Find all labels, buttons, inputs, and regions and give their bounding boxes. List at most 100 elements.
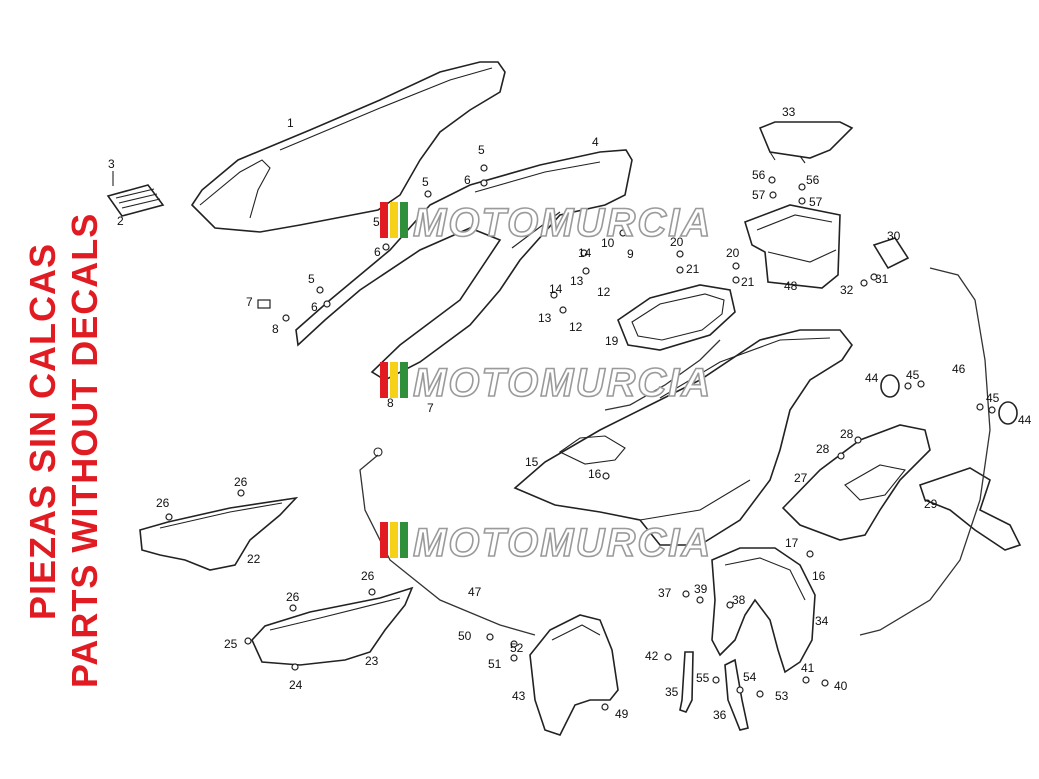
callout-4: 4 bbox=[592, 135, 599, 149]
callout-3: 3 bbox=[108, 157, 115, 171]
callout-28: 28 bbox=[816, 442, 830, 456]
callout-50: 50 bbox=[458, 629, 472, 643]
callout-44: 44 bbox=[1018, 413, 1032, 427]
callout-33: 33 bbox=[782, 105, 796, 119]
frame-tub-part-15 bbox=[513, 329, 853, 546]
callout-42: 42 bbox=[645, 649, 659, 663]
callout-26: 26 bbox=[156, 496, 170, 510]
callout-47: 47 bbox=[468, 585, 482, 599]
callout-44: 44 bbox=[865, 371, 879, 385]
callout-7: 7 bbox=[427, 401, 434, 415]
callout-20: 20 bbox=[726, 246, 740, 260]
callout-38: 38 bbox=[732, 593, 746, 607]
callout-14: 14 bbox=[578, 246, 592, 260]
callout-53: 53 bbox=[775, 689, 789, 703]
callout-16: 16 bbox=[588, 467, 602, 481]
callout-14: 14 bbox=[549, 282, 563, 296]
callout-13: 13 bbox=[538, 311, 552, 325]
callout-7: 7 bbox=[246, 295, 253, 309]
hugger-part-34 bbox=[711, 547, 816, 674]
callout-17: 17 bbox=[785, 536, 799, 550]
callout-48: 48 bbox=[784, 279, 798, 293]
grille-part-2 bbox=[106, 171, 165, 217]
callout-57: 57 bbox=[752, 188, 766, 202]
callout-54: 54 bbox=[743, 670, 757, 684]
watermark-3: MOTOMURCIA bbox=[380, 520, 712, 566]
cable-part-47 bbox=[359, 447, 536, 636]
svg-text:MOTOMURCIA: MOTOMURCIA bbox=[413, 361, 712, 405]
callout-27: 27 bbox=[794, 471, 808, 485]
disc-part-44-left bbox=[880, 374, 900, 398]
callout-55: 55 bbox=[696, 671, 710, 685]
callout-10: 10 bbox=[601, 236, 615, 250]
cover-part-33 bbox=[758, 121, 854, 164]
callout-35: 35 bbox=[665, 685, 679, 699]
callout-12: 12 bbox=[569, 320, 583, 334]
callout-43: 43 bbox=[512, 689, 526, 703]
disc-part-44-right bbox=[998, 401, 1018, 425]
callout-22: 22 bbox=[247, 552, 261, 566]
callout-41: 41 bbox=[801, 661, 815, 675]
callout-21: 21 bbox=[686, 262, 700, 276]
mudguard-part-43 bbox=[529, 614, 619, 736]
callout-5: 5 bbox=[373, 215, 380, 229]
callout-5: 5 bbox=[422, 175, 429, 189]
callout-6: 6 bbox=[374, 245, 381, 259]
lower-panel-part-23 bbox=[251, 586, 414, 666]
callout-56: 56 bbox=[752, 168, 766, 182]
callout-19: 19 bbox=[605, 334, 619, 348]
callout-25: 25 bbox=[224, 637, 238, 651]
callout-26: 26 bbox=[361, 569, 375, 583]
hardware-screws bbox=[165, 164, 996, 711]
bracket-part-30 bbox=[872, 237, 910, 270]
callout-24: 24 bbox=[289, 678, 303, 692]
callout-34: 34 bbox=[815, 614, 829, 628]
ring-part-19 bbox=[617, 284, 736, 351]
callout-26: 26 bbox=[234, 475, 248, 489]
svg-text:MOTOMURCIA: MOTOMURCIA bbox=[413, 521, 712, 565]
callout-12: 12 bbox=[597, 285, 611, 299]
storage-box-part-48 bbox=[744, 204, 841, 289]
callout-39: 39 bbox=[694, 582, 708, 596]
rear-cover-part-27 bbox=[781, 424, 931, 541]
callout-36: 36 bbox=[713, 708, 727, 722]
bracket-part-36 bbox=[724, 658, 749, 731]
callout-40: 40 bbox=[834, 679, 848, 693]
callout-26: 26 bbox=[286, 590, 300, 604]
callout-31: 31 bbox=[875, 272, 889, 286]
cable-part-19-lock bbox=[604, 339, 721, 411]
callout-6: 6 bbox=[464, 173, 471, 187]
cable-part-46 bbox=[859, 267, 991, 636]
callout-20: 20 bbox=[670, 235, 684, 249]
callout-37: 37 bbox=[658, 586, 672, 600]
svg-text:MOTOMURCIA: MOTOMURCIA bbox=[413, 201, 712, 245]
side-panel-part-22 bbox=[139, 496, 299, 571]
callout-2: 2 bbox=[117, 214, 124, 228]
callout-56: 56 bbox=[806, 173, 820, 187]
callout-49: 49 bbox=[615, 707, 629, 721]
callout-5: 5 bbox=[478, 143, 485, 157]
callout-6: 6 bbox=[311, 300, 318, 314]
callout-labels: 1 2 3 4 5 5 5 5 6 6 6 7 7 8 8 9 10 12 12… bbox=[108, 105, 1032, 722]
watermark-1: MOTOMURCIA bbox=[380, 200, 712, 246]
callout-29: 29 bbox=[924, 497, 938, 511]
callout-15: 15 bbox=[525, 455, 539, 469]
seat-part-1 bbox=[190, 61, 506, 233]
callout-16: 16 bbox=[812, 569, 826, 583]
callout-57: 57 bbox=[809, 195, 823, 209]
callout-28: 28 bbox=[840, 427, 854, 441]
bracket-part-35 bbox=[679, 651, 694, 713]
callout-21: 21 bbox=[741, 275, 755, 289]
callout-30: 30 bbox=[887, 229, 901, 243]
callout-9: 9 bbox=[627, 247, 634, 261]
callout-1: 1 bbox=[287, 116, 294, 130]
callout-46: 46 bbox=[952, 362, 966, 376]
callout-23: 23 bbox=[365, 654, 379, 668]
callout-51: 51 bbox=[488, 657, 502, 671]
callout-32: 32 bbox=[840, 283, 854, 297]
callout-13: 13 bbox=[570, 274, 584, 288]
callout-45: 45 bbox=[986, 391, 1000, 405]
callout-5: 5 bbox=[308, 272, 315, 286]
